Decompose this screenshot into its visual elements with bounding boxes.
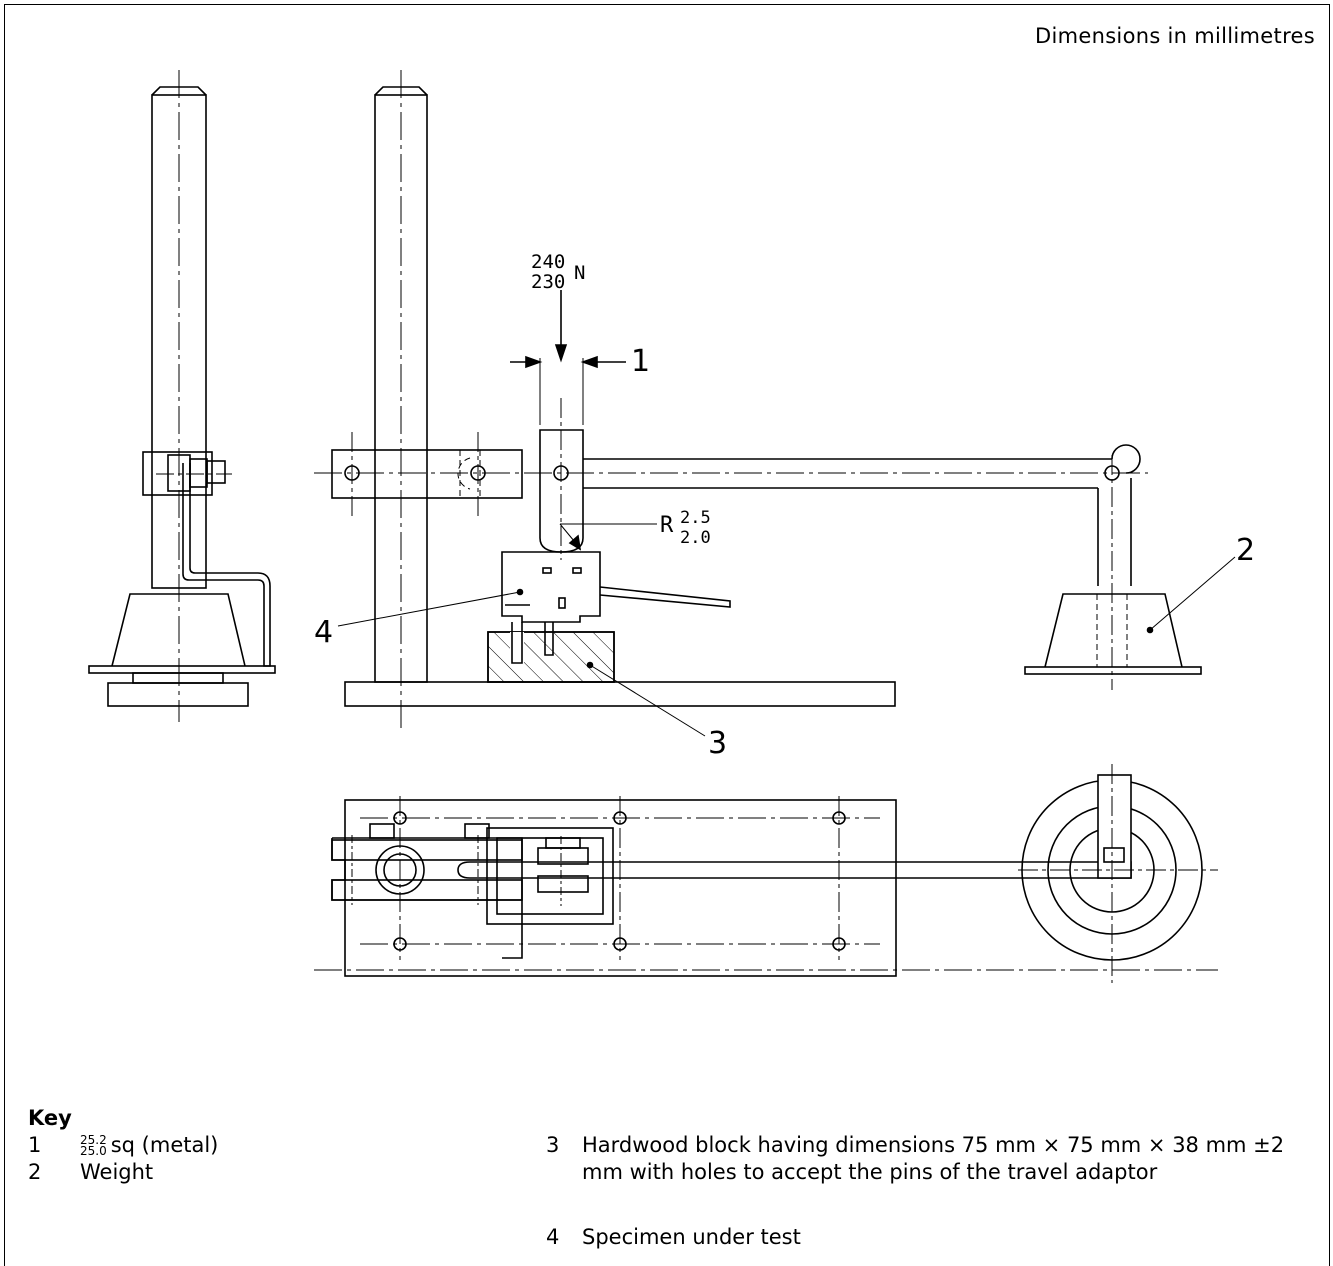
callout-3: 3 <box>708 726 727 761</box>
key-item-number: 2 <box>28 1160 42 1184</box>
key-item-text: sq (metal) <box>110 1133 219 1157</box>
callout-4: 4 <box>314 615 333 650</box>
callout-2: 2 <box>1236 533 1255 568</box>
key-item-number: 1 <box>28 1133 42 1157</box>
radius-upper-label: 2.5 <box>680 508 711 528</box>
key-title: Key <box>28 1106 72 1130</box>
top-view <box>314 764 1218 983</box>
callout-1: 1 <box>631 344 650 379</box>
front-view <box>314 70 1236 737</box>
key-item-fraction: 25.2 25.0 <box>80 1133 107 1158</box>
side-view <box>88 70 276 722</box>
force-lower-label: 230 <box>531 271 565 293</box>
key-item-3: 3 Hardwood block having dimensions 75 mm… <box>546 1132 1306 1222</box>
key-item-number: 3 <box>546 1133 560 1157</box>
key-item-text: Weight <box>80 1160 154 1184</box>
figure-frame <box>4 4 1330 1266</box>
key-item-text: Hardwood block having dimensions 75 mm ×… <box>582 1133 1285 1184</box>
key-item-number: 4 <box>546 1225 560 1249</box>
force-upper-label: 240 <box>531 251 565 273</box>
technical-drawing: 240 230 N R 2.5 2.0 1 2 3 4 <box>88 70 1255 983</box>
force-unit-label: N <box>574 262 585 284</box>
dimensions-note: Dimensions in millimetres <box>1035 24 1315 48</box>
key-item-text: Specimen under test <box>582 1225 801 1249</box>
radius-lower-label: 2.0 <box>680 528 711 548</box>
radius-prefix-label: R <box>660 513 674 538</box>
